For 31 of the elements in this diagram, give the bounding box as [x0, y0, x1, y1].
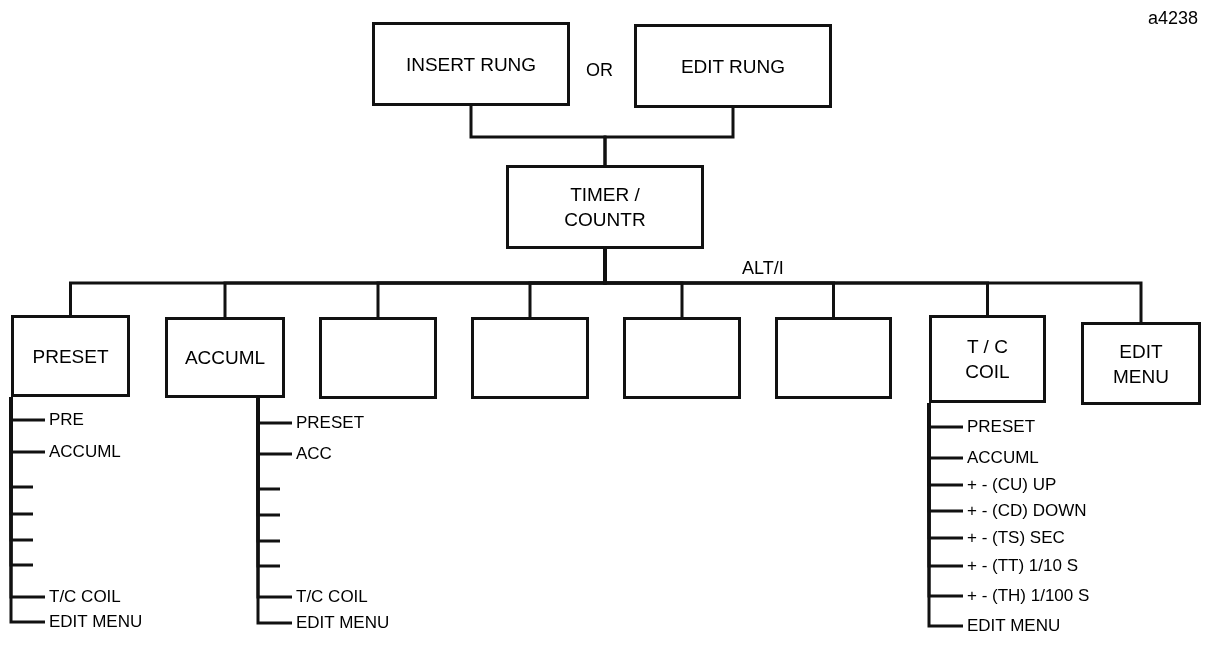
menu-item-text: EDIT MENU	[296, 614, 390, 632]
menu-item-text: + - (CU) UP	[967, 476, 1057, 494]
menu-box: TIMER / COUNTR	[506, 165, 704, 249]
empty-box	[775, 317, 892, 399]
or-text: OR	[586, 60, 613, 81]
menu-item-text: T/C COIL	[49, 588, 121, 606]
menu-box: EDIT RUNG	[634, 24, 832, 108]
menu-item-text: + - (TH) 1/100 S	[967, 587, 1090, 605]
menu-item-text: T/C COIL	[296, 588, 368, 606]
connector-line	[603, 108, 735, 165]
menu-item-text: + - (TS) SEC	[967, 529, 1065, 547]
figure-number: a4238	[1148, 8, 1199, 29]
menu-item-text: ACCUML	[967, 449, 1039, 467]
menu-item-text: EDIT MENU	[49, 613, 143, 631]
menu-box: INSERT RUNG	[372, 22, 570, 106]
menu-box: ACCUML	[165, 317, 285, 398]
menu-item-text: EDIT MENU	[967, 617, 1061, 635]
menu-item-text: ACC	[296, 445, 332, 463]
menu-item-text: + - (TT) 1/10 S	[967, 557, 1078, 575]
empty-box	[319, 317, 437, 399]
menu-item-text: ACCUML	[49, 443, 121, 461]
menu-box: PRESET	[11, 315, 130, 397]
menu-item-text: PRESET	[296, 414, 365, 432]
menu-item-text: + - (CD) DOWN	[967, 502, 1087, 520]
menu-box: T / C COIL	[929, 315, 1046, 403]
menu-item-text: PRE	[49, 411, 84, 429]
empty-box	[623, 317, 741, 399]
empty-box	[471, 317, 589, 399]
menu-box: EDIT MENU	[1081, 322, 1201, 405]
menu-item-text: PRESET	[967, 418, 1036, 436]
key-shortcut-label: ALT/I	[742, 258, 784, 279]
